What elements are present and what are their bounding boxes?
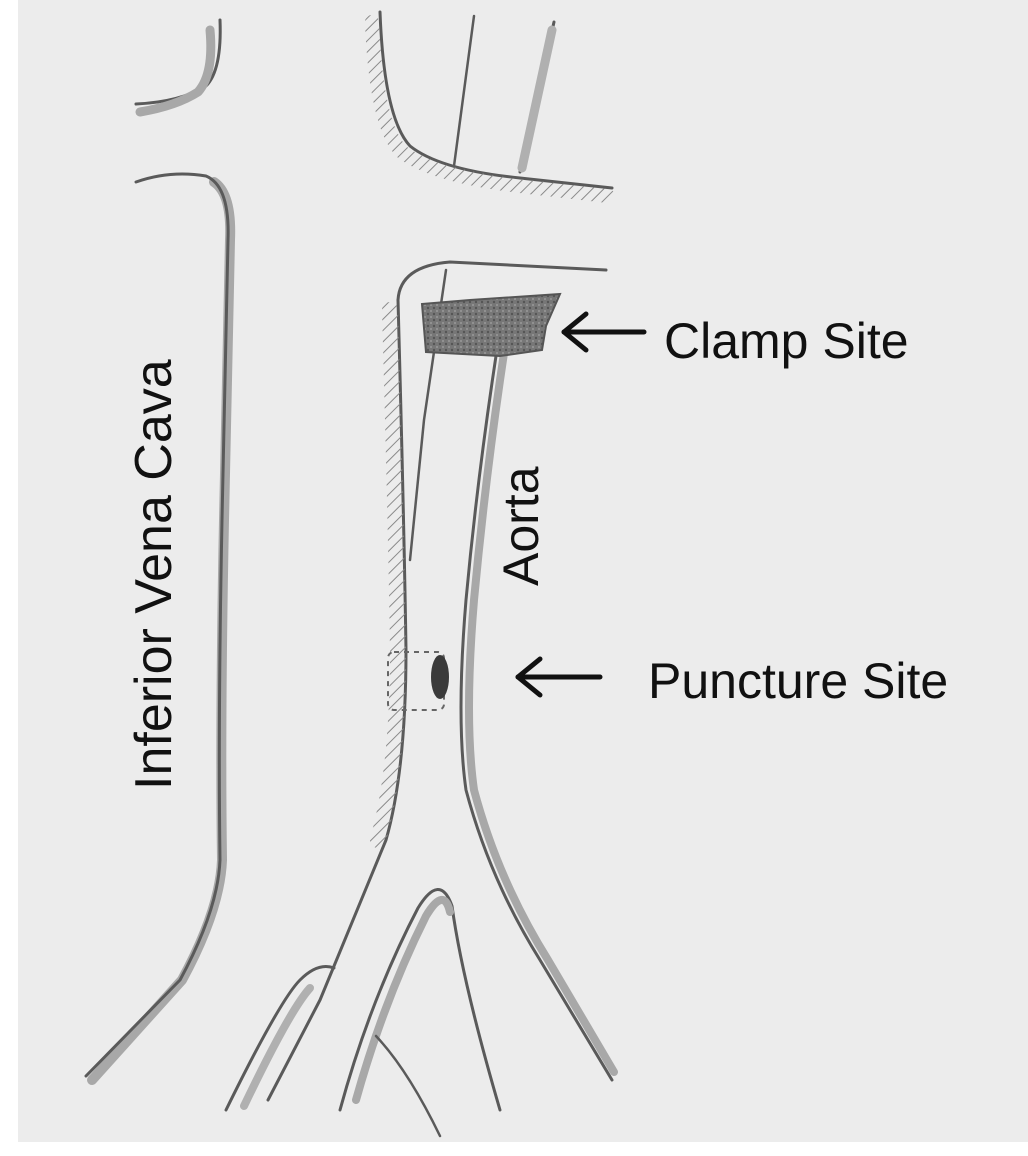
puncture-hole — [431, 655, 449, 699]
puncture-site-label: Puncture Site — [648, 656, 948, 706]
aorta-label: Aorta — [496, 466, 546, 586]
vena-cava-label: Inferior Vena Cava — [128, 359, 180, 790]
clamp-site-label: Clamp Site — [664, 316, 909, 366]
clamp-mark — [422, 294, 560, 356]
clamp-body — [422, 294, 560, 356]
